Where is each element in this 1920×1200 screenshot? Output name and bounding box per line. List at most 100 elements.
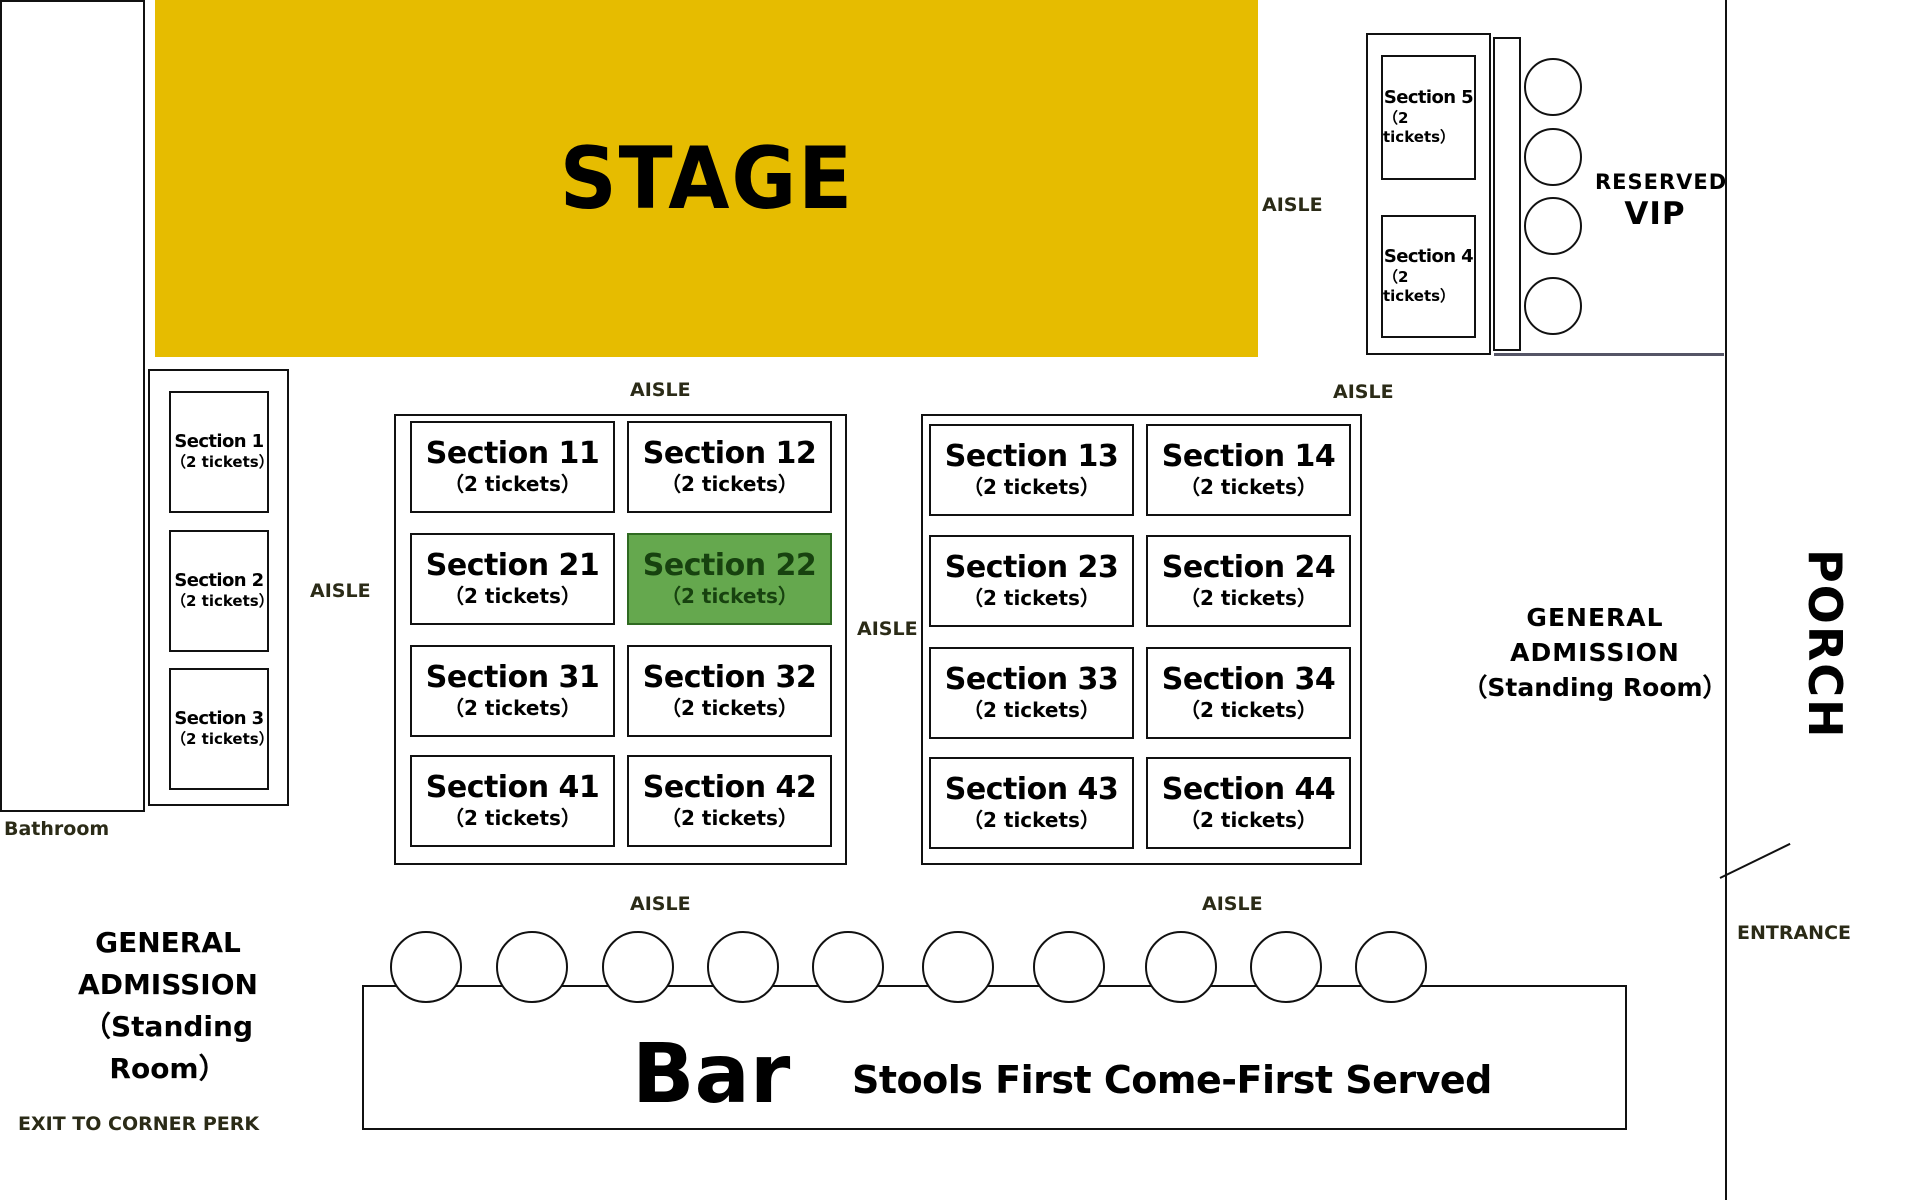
- section-name: Section 1: [174, 431, 264, 453]
- section-tickets: （2 tickets）: [444, 695, 581, 720]
- section-tickets: （2 tickets）: [661, 471, 798, 496]
- section-34[interactable]: Section 34 （2 tickets）: [1146, 647, 1351, 739]
- section-name: Section 31: [425, 660, 600, 696]
- section-2[interactable]: Section 2 （2 tickets）: [169, 530, 274, 652]
- aisle-label-top-right: AISLE: [1333, 381, 1394, 403]
- bar-stool-1[interactable]: [390, 931, 462, 1003]
- section-42[interactable]: Section 42 （2 tickets）: [627, 755, 832, 847]
- aisle-label-middle: AISLE: [857, 618, 918, 640]
- section-name: Section 3: [174, 708, 264, 730]
- section-14[interactable]: Section 14 （2 tickets）: [1146, 424, 1351, 516]
- bathroom-label: Bathroom: [4, 818, 110, 840]
- entrance-door[interactable]: [1719, 842, 1791, 879]
- ga-right-line1: GENERAL: [1526, 603, 1664, 632]
- stage-label: STAGE: [559, 128, 854, 229]
- bar-stools-note: Stools First Come-First Served: [852, 1058, 1492, 1102]
- porch-label: PORCH: [1798, 549, 1852, 740]
- section-name: Section 21: [425, 548, 600, 584]
- section-tickets: （2 tickets）: [444, 583, 581, 608]
- ga-right-line2: ADMISSION: [1510, 638, 1680, 667]
- section-21[interactable]: Section 21 （2 tickets）: [410, 533, 615, 625]
- ga-right-line3: （Standing Room）: [1462, 673, 1728, 702]
- section-name: Section 33: [944, 662, 1119, 698]
- porch-wall: [1725, 0, 1727, 1200]
- section-4[interactable]: Section 4 （2 tickets）: [1381, 215, 1476, 338]
- bar-stool-10[interactable]: [1355, 931, 1427, 1003]
- section-41[interactable]: Section 41 （2 tickets）: [410, 755, 615, 847]
- bar-stool-4[interactable]: [707, 931, 779, 1003]
- general-admission-left: GENERAL ADMISSION （Standing Room）: [40, 922, 296, 1090]
- stage-area: STAGE: [155, 0, 1258, 357]
- section-name: Section 13: [944, 439, 1119, 475]
- vip-divider: [1494, 353, 1724, 356]
- section-5[interactable]: Section 5 （2 tickets）: [1381, 55, 1476, 180]
- aisle-label-bottom-right: AISLE: [1202, 893, 1263, 915]
- section-name: Section 43: [944, 772, 1119, 808]
- vip-stool-2[interactable]: [1524, 128, 1582, 186]
- entrance-label: ENTRANCE: [1737, 922, 1851, 944]
- bathroom-area: [0, 0, 145, 812]
- aisle-label-top-center: AISLE: [630, 379, 691, 401]
- section-tickets: （2 tickets）: [963, 807, 1100, 832]
- section-13[interactable]: Section 13 （2 tickets）: [929, 424, 1134, 516]
- section-tickets: （2 tickets）: [963, 585, 1100, 610]
- section-tickets: （2 tickets）: [1383, 109, 1456, 146]
- bar-stool-6[interactable]: [922, 931, 994, 1003]
- aisle-label-stage-right: AISLE: [1262, 194, 1323, 216]
- bar-stool-7[interactable]: [1033, 931, 1105, 1003]
- section-name: Section 23: [944, 550, 1119, 586]
- section-tickets: （2 tickets）: [171, 729, 274, 748]
- section-name: Section 24: [1161, 550, 1336, 586]
- section-22[interactable]: Section 22 （2 tickets）: [627, 533, 832, 625]
- section-name: Section 14: [1161, 439, 1336, 475]
- section-tickets: （2 tickets）: [171, 452, 274, 471]
- bar-stool-8[interactable]: [1145, 931, 1217, 1003]
- vip-rail: [1493, 37, 1521, 351]
- section-tickets: （2 tickets）: [661, 805, 798, 830]
- bar-stool-5[interactable]: [812, 931, 884, 1003]
- section-name: Section 22: [642, 548, 817, 584]
- section-name: Section 41: [425, 770, 600, 806]
- exit-label: EXIT TO CORNER PERK: [18, 1113, 260, 1135]
- section-name: Section 2: [174, 570, 264, 592]
- vip-title-label: VIP: [1624, 196, 1686, 232]
- bar-stool-2[interactable]: [496, 931, 568, 1003]
- bar-stool-3[interactable]: [602, 931, 674, 1003]
- section-12[interactable]: Section 12 （2 tickets）: [627, 421, 832, 513]
- section-44[interactable]: Section 44 （2 tickets）: [1146, 757, 1351, 849]
- bar-counter: [362, 985, 1627, 1130]
- bar-stool-9[interactable]: [1250, 931, 1322, 1003]
- section-tickets: （2 tickets）: [963, 697, 1100, 722]
- section-1[interactable]: Section 1 （2 tickets）: [169, 391, 274, 513]
- section-33[interactable]: Section 33 （2 tickets）: [929, 647, 1134, 739]
- ga-left-line1: GENERAL: [95, 926, 241, 959]
- section-tickets: （2 tickets）: [1383, 268, 1456, 305]
- section-11[interactable]: Section 11 （2 tickets）: [410, 421, 615, 513]
- section-3[interactable]: Section 3 （2 tickets）: [169, 668, 274, 790]
- section-tickets: （2 tickets）: [1180, 474, 1317, 499]
- section-43[interactable]: Section 43 （2 tickets）: [929, 757, 1134, 849]
- general-admission-right: GENERAL ADMISSION （Standing Room）: [1440, 600, 1750, 705]
- ga-left-line3: （Standing: [83, 1010, 253, 1043]
- section-name: Section 12: [642, 436, 817, 472]
- section-tickets: （2 tickets）: [963, 474, 1100, 499]
- section-32[interactable]: Section 32 （2 tickets）: [627, 645, 832, 737]
- vip-reserved-label: RESERVED: [1595, 170, 1728, 194]
- section-24[interactable]: Section 24 （2 tickets）: [1146, 535, 1351, 627]
- vip-stool-3[interactable]: [1524, 197, 1582, 255]
- section-tickets: （2 tickets）: [1180, 585, 1317, 610]
- section-name: Section 42: [642, 770, 817, 806]
- section-31[interactable]: Section 31 （2 tickets）: [410, 645, 615, 737]
- section-23[interactable]: Section 23 （2 tickets）: [929, 535, 1134, 627]
- vip-stool-4[interactable]: [1524, 277, 1582, 335]
- section-name: Section 11: [425, 436, 600, 472]
- ga-left-line4: Room）: [109, 1052, 227, 1085]
- bar-title: Bar: [632, 1027, 791, 1122]
- section-name: Section 5: [1383, 87, 1474, 109]
- section-name: Section 4: [1383, 246, 1474, 268]
- vip-stool-1[interactable]: [1524, 58, 1582, 116]
- section-tickets: （2 tickets）: [444, 805, 581, 830]
- aisle-label-bottom-center: AISLE: [630, 893, 691, 915]
- section-name: Section 32: [642, 660, 817, 696]
